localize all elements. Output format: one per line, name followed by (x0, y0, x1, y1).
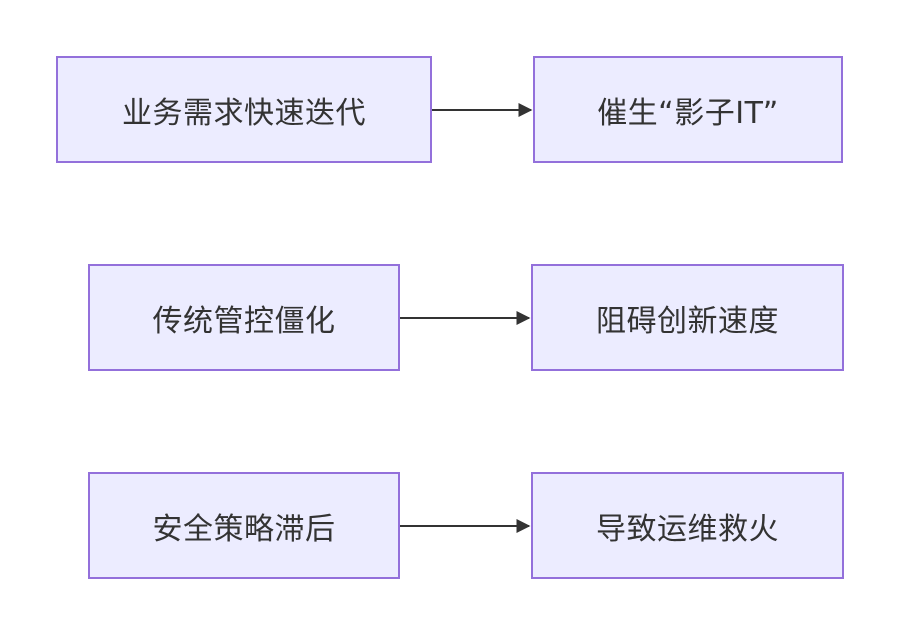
node-label: 传统管控僵化 (152, 303, 336, 339)
node-security-lag: 安全策略滞后 (88, 472, 400, 579)
node-label: 导致运维救火 (596, 511, 779, 547)
node-label: 业务需求快速迭代 (122, 95, 366, 131)
node-shadow-it: 催生“影子IT” (533, 56, 843, 163)
node-label: 阻碍创新速度 (596, 303, 779, 339)
node-label: 催生“影子IT” (597, 95, 779, 131)
node-label: 安全策略滞后 (152, 511, 336, 547)
node-blocks-innovation: 阻碍创新速度 (531, 264, 844, 371)
node-business-needs: 业务需求快速迭代 (56, 56, 432, 163)
node-firefighting: 导致运维救火 (531, 472, 844, 579)
node-rigid-control: 传统管控僵化 (88, 264, 400, 371)
